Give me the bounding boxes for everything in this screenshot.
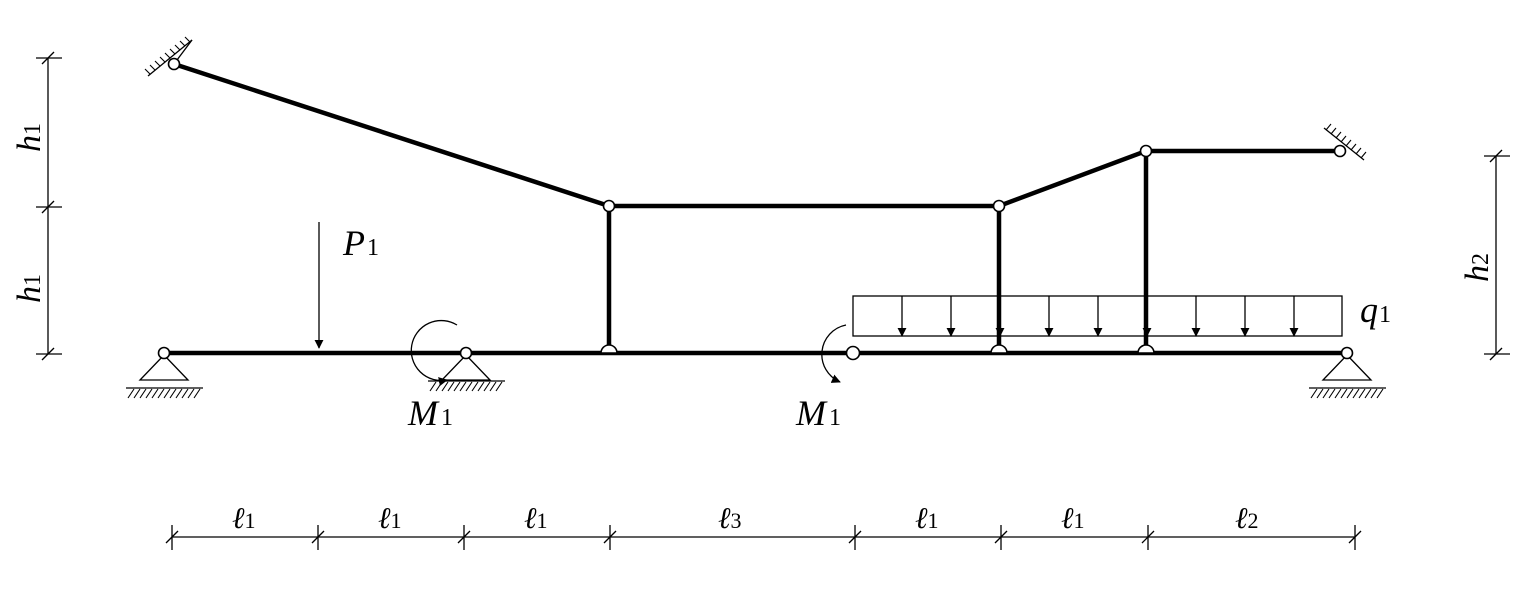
dimension-right (1484, 149, 1510, 361)
label-h2: h2 (1459, 253, 1496, 282)
moment-m1-right (821, 324, 847, 383)
label-l1: ℓ1 (1061, 502, 1085, 535)
dimension-left (36, 51, 62, 361)
hinge (157, 346, 171, 360)
hinge (1340, 346, 1354, 360)
label-p1: P1 (342, 223, 379, 263)
label-l1: ℓ1 (915, 502, 939, 535)
half-hinge (600, 344, 618, 354)
label-l1: ℓ1 (232, 502, 256, 535)
dimension-bottom (165, 525, 1362, 550)
label-q1: q1 (1360, 290, 1391, 330)
length-labels: ℓ1 ℓ1 ℓ1 ℓ3 ℓ1 ℓ1 ℓ2 (232, 502, 1259, 535)
hinge (1333, 144, 1347, 158)
label-h1-upper: h1 (11, 123, 48, 152)
moment-m1-left (410, 319, 458, 387)
label-l1: ℓ1 (524, 502, 548, 535)
label-l2: ℓ2 (1235, 502, 1259, 535)
hinge (1139, 144, 1153, 158)
hinge (459, 346, 473, 360)
pin-support-right (1309, 354, 1386, 399)
wall-anchor-top-left (144, 36, 193, 77)
half-hinge (1137, 344, 1155, 354)
distributed-load-q1 (852, 295, 1343, 337)
hinge (602, 199, 616, 213)
height-labels: h1 h1 h2 (11, 123, 1496, 303)
hinge (845, 345, 861, 361)
hinge (992, 199, 1006, 213)
label-l3: ℓ3 (718, 502, 742, 535)
half-hinge (990, 344, 1008, 354)
inclined-tie-left (173, 61, 610, 209)
label-h1-lower: h1 (11, 274, 48, 303)
wall-anchor-top-right (1323, 123, 1367, 161)
hinge (167, 57, 181, 71)
pin-support-middle (428, 354, 505, 392)
inclined-tie-right (998, 148, 1147, 209)
frame-members (164, 61, 1347, 356)
hinges (157, 57, 1354, 361)
label-l1: ℓ1 (378, 502, 402, 535)
pin-support-left (126, 354, 203, 399)
